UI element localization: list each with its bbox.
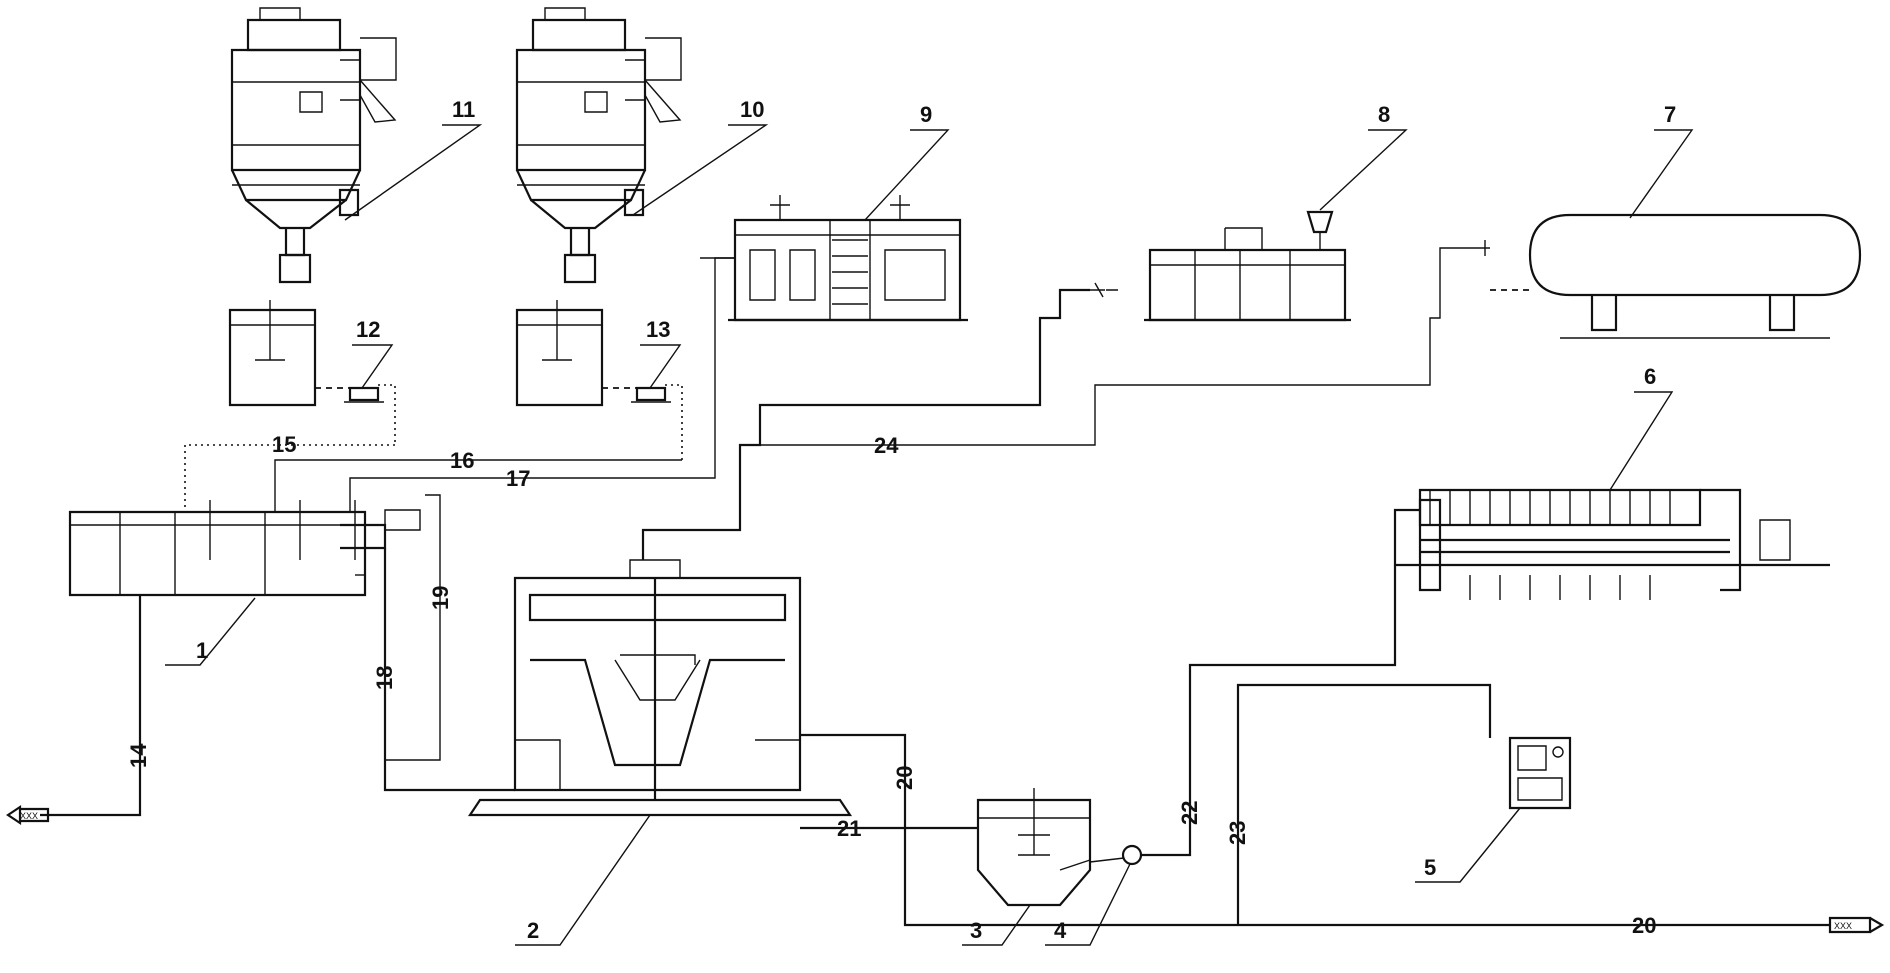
label-8: 8 <box>1378 102 1390 127</box>
label-6: 6 <box>1644 364 1656 389</box>
label-5: 5 <box>1424 855 1436 880</box>
mixing-tank-left <box>228 300 317 407</box>
label-9: 9 <box>920 102 932 127</box>
label-2: 2 <box>527 918 539 943</box>
label-17: 17 <box>506 466 530 491</box>
mixing-tank-right <box>515 300 604 407</box>
label-12: 12 <box>356 317 380 342</box>
label-4: 4 <box>1054 918 1067 943</box>
label-16: 16 <box>450 448 474 473</box>
control-cabinet-5 <box>1508 736 1572 810</box>
label-22: 22 <box>1177 801 1202 825</box>
outlet-arrow-mark <box>1828 916 1885 934</box>
label-23: 23 <box>1225 821 1250 845</box>
outlet-mark-text: XXX <box>1834 921 1852 931</box>
leader-lines <box>165 124 1694 946</box>
label-19: 19 <box>428 586 453 610</box>
label-10: 10 <box>740 97 764 122</box>
inlet-arrow-mark <box>6 804 50 826</box>
equipment-9 <box>728 195 968 322</box>
settling-tank-2 <box>467 559 853 817</box>
sludge-tank-3 <box>976 788 1092 907</box>
silo-11 <box>230 7 397 284</box>
label-11: 11 <box>452 97 475 122</box>
label-20-horizontal: 20 <box>1632 913 1656 938</box>
equipment-8 <box>1090 210 1351 322</box>
label-1: 1 <box>196 638 208 663</box>
label-15: 15 <box>272 432 296 457</box>
dosing-pump-13 <box>602 384 683 460</box>
label-21: 21 <box>837 816 861 841</box>
label-13: 13 <box>646 317 670 342</box>
dosing-pump-12 <box>315 384 396 445</box>
reaction-tank-1 <box>68 500 421 597</box>
label-3: 3 <box>970 918 982 943</box>
inlet-mark-text: XXX <box>20 811 38 821</box>
label-18: 18 <box>372 666 397 690</box>
silo-10 <box>515 7 682 284</box>
filter-press-6 <box>1395 488 1830 600</box>
pipe-network <box>40 247 1830 927</box>
storage-tank-7 <box>1480 213 1862 339</box>
pump-4 <box>1089 844 1143 866</box>
label-20-vertical: 20 <box>892 766 917 790</box>
label-7: 7 <box>1664 102 1676 127</box>
label-14: 14 <box>126 743 151 768</box>
label-24: 24 <box>874 433 899 458</box>
